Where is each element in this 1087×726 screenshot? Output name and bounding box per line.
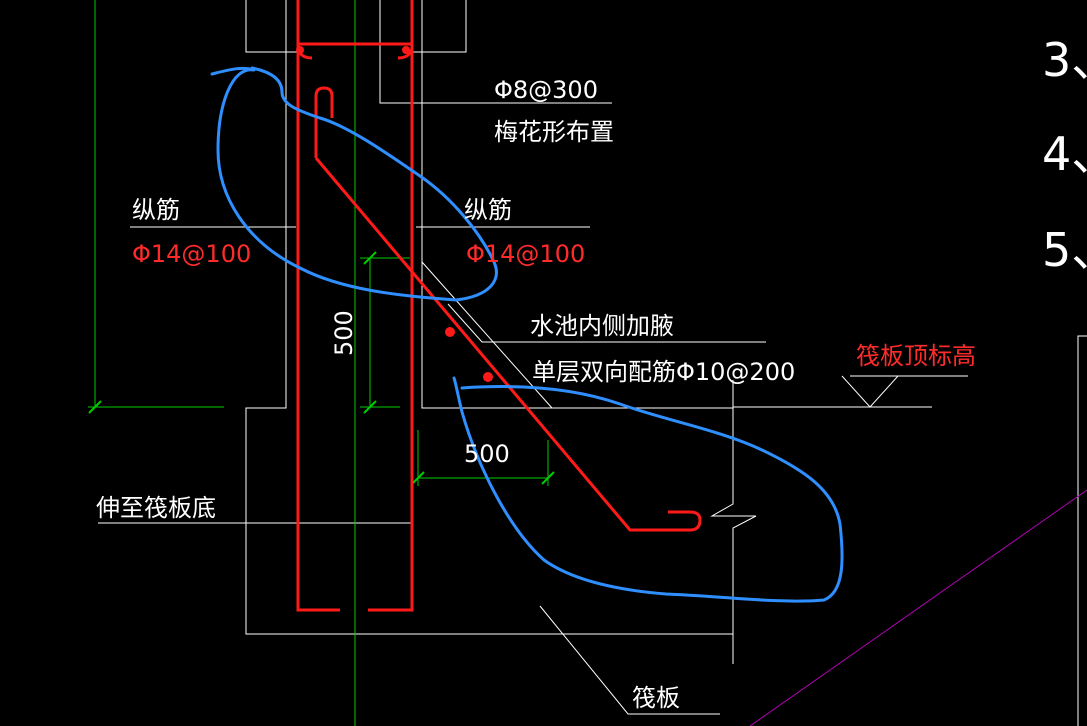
elevation-triangle — [841, 375, 899, 408]
dim-tick — [541, 471, 555, 485]
left-long-label: 纵筋 — [132, 196, 180, 224]
leader-raft — [539, 605, 720, 715]
dim-tick — [411, 471, 425, 485]
dim-tick — [363, 251, 377, 265]
dim-vertical-text: 500 — [330, 310, 358, 356]
side-list-number-4: 4、 — [1042, 127, 1087, 181]
dim-tick — [363, 400, 377, 414]
leader-top-stirrup — [379, 0, 612, 104]
top-stirrup-note: 梅花形布置 — [494, 118, 614, 146]
rebar-dot — [445, 327, 455, 337]
magenta-diagonal-line — [749, 489, 1087, 726]
dim-tick — [88, 400, 102, 414]
markup-circle-lower — [452, 376, 844, 603]
top-left-stub-outline — [245, 0, 300, 53]
side-list-number-5: 5、 — [1042, 223, 1087, 277]
markup-group — [210, 66, 844, 603]
right-long-label: 纵筋 — [464, 196, 512, 224]
markup-circle-upper — [210, 66, 498, 302]
rebar-haunch-diagonal — [314, 86, 702, 532]
raft-break-edge — [710, 380, 757, 664]
side-list-number-3: 3、 — [1042, 33, 1087, 87]
raft-top-elevation-label: 筏板顶标高 — [856, 342, 976, 370]
concrete-outline — [98, 0, 1087, 726]
rebar-outer-vertical — [296, 0, 340, 612]
rebar-dots — [296, 46, 493, 382]
top-stirrup-spec: Φ8@300 — [494, 76, 598, 104]
right-long-spec: Φ14@100 — [466, 240, 585, 268]
dimension-lines — [88, 0, 555, 726]
right-frame-fragment — [1077, 335, 1087, 726]
rebar-dot — [402, 46, 410, 54]
rebar-inner-vertical — [368, 0, 414, 612]
wall-left-face — [245, 0, 733, 635]
haunch-slope-outline — [421, 261, 553, 409]
dim-horizontal-text: 500 — [464, 440, 510, 468]
leader-haunch — [447, 303, 766, 343]
left-long-spec: Φ14@100 — [132, 240, 251, 268]
haunch-note-line2: 单层双向配筋Φ10@200 — [532, 358, 795, 386]
rebar-dot — [483, 372, 493, 382]
haunch-note-line1: 水池内侧加腋 — [530, 312, 674, 340]
annotation-texts: Φ8@300 梅花形布置 纵筋 Φ14@100 纵筋 Φ14@100 水池内侧加… — [96, 33, 1087, 712]
rebar-group — [296, 0, 702, 612]
top-right-stub-outline — [412, 0, 467, 53]
rebar-dot — [296, 46, 304, 54]
extend-to-raft-bottom-label: 伸至筏板底 — [96, 494, 216, 522]
raft-label: 筏板 — [632, 684, 680, 712]
rebar-top-hook-right — [397, 47, 414, 60]
